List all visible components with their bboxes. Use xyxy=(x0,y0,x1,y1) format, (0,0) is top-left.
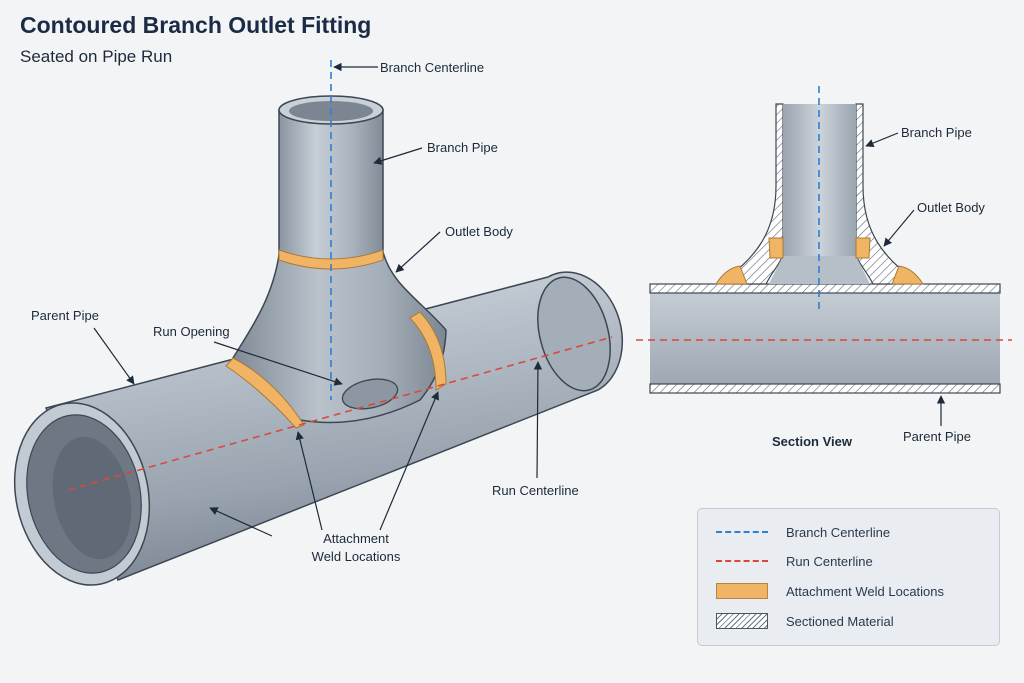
legend-label: Run Centerline xyxy=(786,553,873,569)
label-run-centerline: Run Centerline xyxy=(492,483,579,498)
section-label-branch-pipe: Branch Pipe xyxy=(901,125,972,140)
section-label-parent-pipe: Parent Pipe xyxy=(903,429,971,444)
leaders-section xyxy=(865,132,946,426)
attachment-weld-left xyxy=(225,357,305,429)
section-weld-right-inner xyxy=(855,237,871,259)
section-pipe-bottom-wall xyxy=(649,383,1001,394)
attachment-weld-right xyxy=(409,311,447,391)
isometric-view xyxy=(13,60,624,586)
legend: Branch Centerline Run Centerline Attachm… xyxy=(697,508,1000,646)
legend-label: Branch Centerline xyxy=(786,524,891,540)
section-view-title: Section View xyxy=(772,434,853,449)
legend-item-run-centerline: Run Centerline xyxy=(698,550,873,572)
legend-item-branch-centerline: Branch Centerline xyxy=(698,521,890,543)
run-centerline-3d xyxy=(67,336,613,491)
label-branch-centerline: Branch Centerline xyxy=(380,60,484,75)
legend-symbol-red-dash xyxy=(716,552,768,570)
parent-pipe-right-end xyxy=(537,276,611,392)
parent-pipe xyxy=(44,271,624,581)
section-view xyxy=(636,86,1012,394)
branch-weld-ring xyxy=(278,249,384,270)
diagram-title: Contoured Branch Outlet Fitting xyxy=(20,12,372,38)
leaders-3d xyxy=(93,62,543,537)
legend-label: Attachment Weld Locations xyxy=(786,583,945,599)
outlet-body xyxy=(232,251,447,424)
legend-symbol-hatch-swatch xyxy=(716,612,768,630)
section-weld-left-outer xyxy=(715,265,748,285)
legend-item-attachment-weld: Attachment Weld Locations xyxy=(698,580,944,602)
legend-symbol-blue-dash xyxy=(716,523,768,541)
section-pipe-bore xyxy=(650,292,1000,384)
diagram-subtitle: Seated on Pipe Run xyxy=(20,47,173,66)
legend-symbol-weld-swatch xyxy=(716,582,768,600)
legend-item-sectioned-material: Sectioned Material xyxy=(698,610,894,632)
section-pipe-top-wall xyxy=(649,283,1001,294)
section-weld-right-outer xyxy=(891,265,924,285)
label-parent-pipe: Parent Pipe xyxy=(31,308,99,323)
label-outlet-body: Outlet Body xyxy=(445,224,513,239)
section-weld-left-inner xyxy=(768,237,784,259)
section-label-outlet-body: Outlet Body xyxy=(917,200,985,215)
label-branch-pipe: Branch Pipe xyxy=(427,140,498,155)
label-run-opening: Run Opening xyxy=(153,324,230,339)
label-attachment-line1: Attachment xyxy=(323,531,389,546)
legend-label: Sectioned Material xyxy=(786,613,894,629)
label-attachment-line2: Weld Locations xyxy=(312,549,401,564)
